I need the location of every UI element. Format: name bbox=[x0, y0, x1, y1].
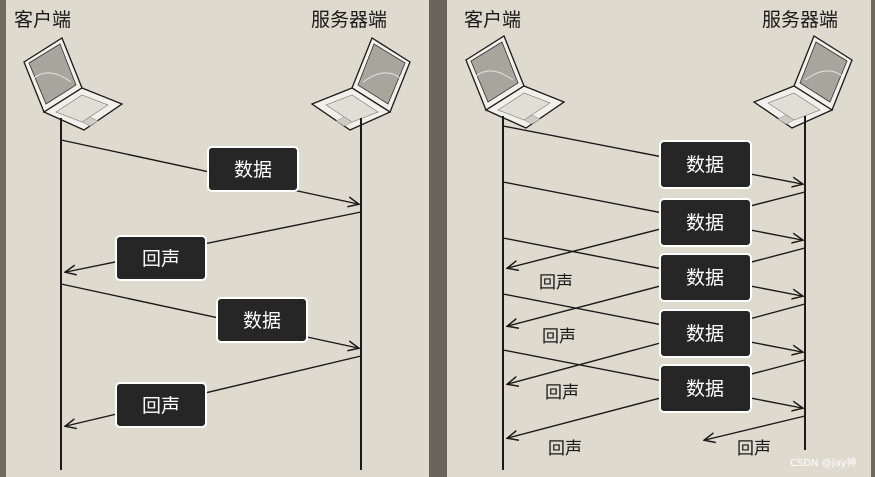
right-echo-label-5: 回声 bbox=[737, 439, 771, 459]
svg-text:回声: 回声 bbox=[142, 248, 180, 270]
left-client-label: 客户端 bbox=[14, 9, 71, 31]
right-panel: 客户端 服务器端 数据 数据 数据 数据 bbox=[447, 0, 871, 477]
left-data-arrow-2 bbox=[60, 283, 358, 348]
right-data-box-3: 数据 bbox=[659, 253, 752, 302]
left-echo-box-2: 回声 bbox=[115, 382, 207, 428]
left-data-box-2: 数据 bbox=[216, 297, 308, 343]
watermark: CSDN @jay神 bbox=[790, 456, 857, 469]
right-server-label: 服务器端 bbox=[762, 9, 838, 31]
svg-text:数据: 数据 bbox=[686, 154, 724, 176]
right-echo-arrow-3 bbox=[508, 303, 806, 384]
right-echo-arrow-4 bbox=[508, 359, 806, 438]
svg-text:数据: 数据 bbox=[686, 323, 724, 345]
right-client-label: 客户端 bbox=[464, 9, 521, 31]
left-panel: 客户端 服务器端 数据 回声 数据 回声 bbox=[6, 0, 429, 477]
right-data-arrow-1 bbox=[502, 125, 802, 184]
right-data-box-1: 数据 bbox=[659, 140, 752, 189]
right-echo-arrow-2 bbox=[508, 247, 806, 326]
svg-text:数据: 数据 bbox=[234, 159, 272, 181]
right-data-arrow-4 bbox=[502, 293, 802, 352]
svg-text:数据: 数据 bbox=[686, 212, 724, 234]
svg-text:数据: 数据 bbox=[686, 267, 724, 289]
panel-divider bbox=[429, 0, 447, 477]
right-data-box-5: 数据 bbox=[659, 364, 752, 413]
right-data-arrow-5 bbox=[502, 349, 802, 408]
svg-text:回声: 回声 bbox=[142, 395, 180, 417]
left-echo-box-1: 回声 bbox=[115, 235, 207, 281]
right-echo-label-2: 回声 bbox=[542, 327, 576, 347]
right-data-box-4: 数据 bbox=[659, 309, 752, 358]
right-data-arrow-3 bbox=[502, 237, 802, 296]
right-echo-arrow-1 bbox=[508, 191, 806, 268]
right-echo-label-1: 回声 bbox=[539, 273, 573, 293]
right-echo-arrow-5 bbox=[705, 415, 806, 440]
left-data-box-1: 数据 bbox=[207, 146, 299, 192]
right-echo-label-4: 回声 bbox=[548, 439, 582, 459]
right-echo-label-3: 回声 bbox=[545, 383, 579, 403]
right-data-box-2: 数据 bbox=[659, 198, 752, 247]
left-server-label: 服务器端 bbox=[311, 9, 387, 31]
right-data-arrow-2 bbox=[502, 181, 802, 240]
svg-text:数据: 数据 bbox=[686, 378, 724, 400]
svg-text:数据: 数据 bbox=[243, 310, 281, 332]
